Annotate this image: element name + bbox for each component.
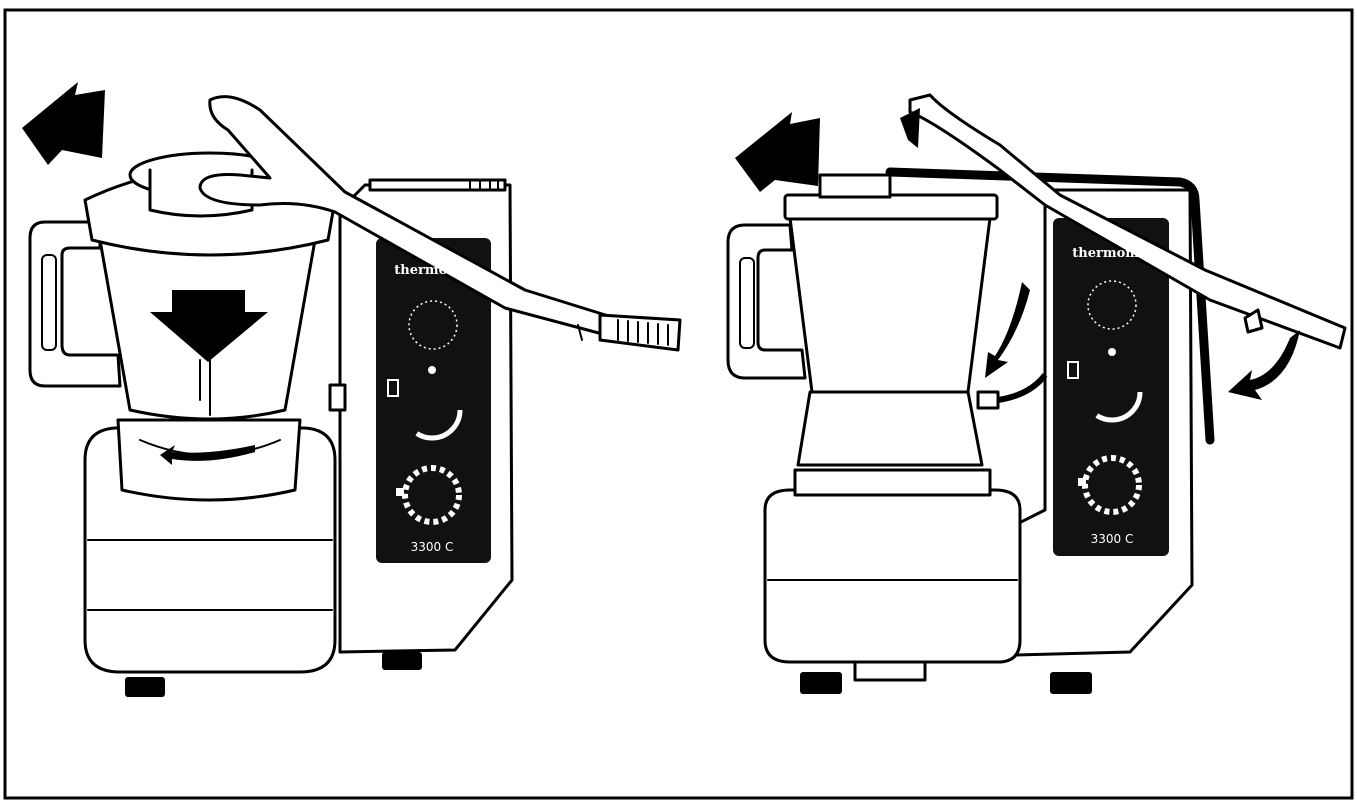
right-timer-dial [1087, 280, 1137, 330]
left-timer-dial [408, 300, 458, 350]
left-locking-lever [198, 95, 617, 338]
right-locking-lever [908, 93, 1347, 350]
right-control-panel [1053, 218, 1169, 556]
left-brand-label: thermomix [394, 263, 474, 278]
right-brand-label: thermomix [1072, 246, 1152, 261]
right-jug [788, 216, 992, 394]
left-direction-arrow-icon [22, 82, 105, 165]
left-down-arrow-icon [150, 290, 268, 362]
left-control-panel [376, 238, 491, 563]
right-model-label: 3300 C [1091, 532, 1134, 546]
left-jug-handle [28, 220, 122, 388]
left-model-label: 3300 C [411, 540, 454, 554]
right-lid [783, 193, 999, 221]
right-base [763, 488, 1022, 664]
figure-border [3, 8, 1354, 800]
right-appliance: thermomix 3300 C [726, 93, 1347, 694]
right-direction-arrow-icon [735, 112, 820, 192]
left-temp-dial [402, 465, 462, 525]
right-rotation-arrow-icon [1228, 330, 1300, 400]
right-speed-dial [1081, 361, 1143, 423]
left-speed-dial [401, 379, 463, 441]
right-jug-handle [726, 223, 807, 380]
left-appliance: thermomix 3300 C [22, 82, 682, 697]
